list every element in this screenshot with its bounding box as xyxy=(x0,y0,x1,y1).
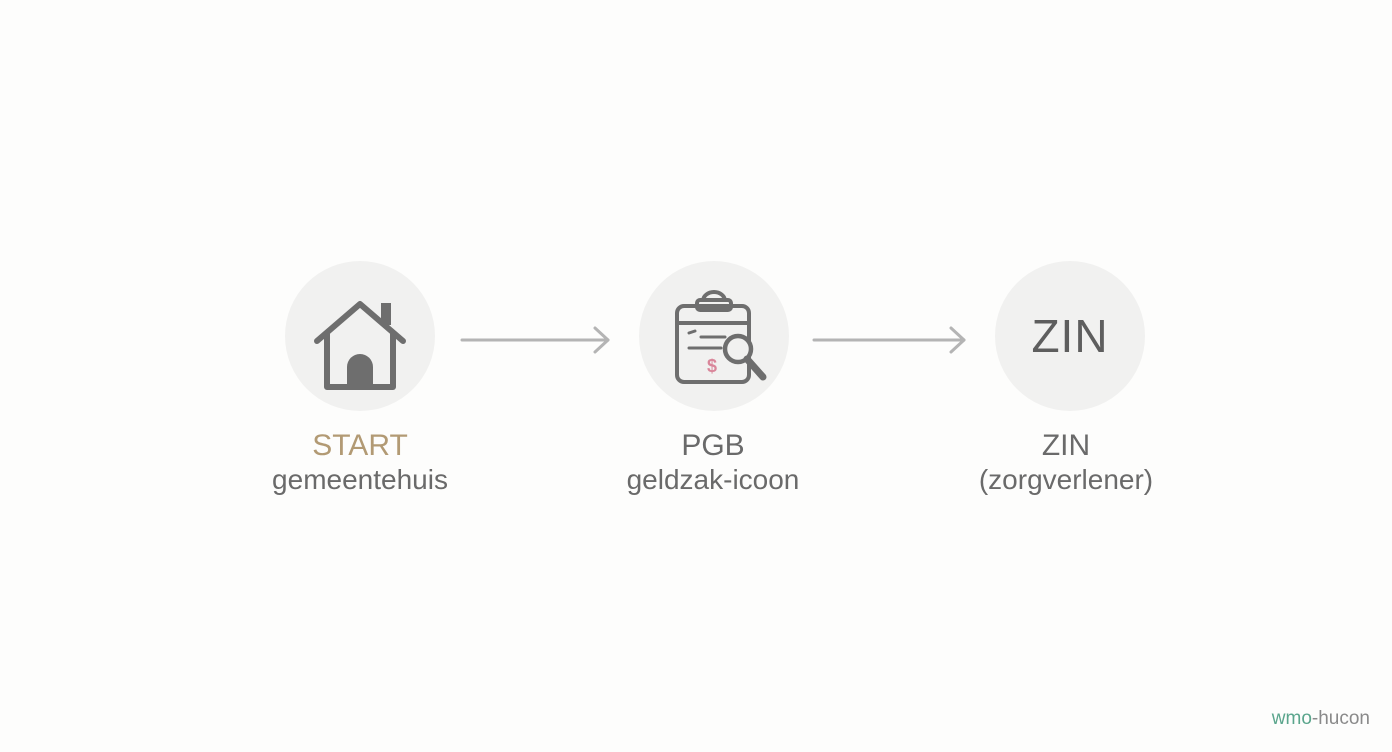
watermark-part-a: wmo xyxy=(1271,708,1312,729)
clipboard-search-money-icon: $ xyxy=(675,290,767,384)
watermark-part-b: -hucon xyxy=(1311,708,1370,729)
start-node xyxy=(285,261,435,411)
step-title: START xyxy=(312,429,408,462)
start-label: START gemeentehuis xyxy=(210,428,510,496)
svg-text:$: $ xyxy=(707,356,717,376)
arrow-right-icon xyxy=(812,326,966,354)
step-subtitle: (zorgverlener) xyxy=(978,464,1154,495)
pgb-label: PGB geldzak-icoon xyxy=(563,428,863,496)
zin-text-icon: ZIN xyxy=(1031,310,1109,362)
step-title: PGB xyxy=(681,429,745,462)
watermark-logo: wmo-hucon xyxy=(1272,708,1370,730)
step-subtitle: gemeentehuis xyxy=(272,464,448,495)
zin-node: ZIN xyxy=(995,261,1145,411)
arrow-right-icon xyxy=(460,326,610,354)
step-subtitle: geldzak-icoon xyxy=(626,464,800,495)
pgb-node: $ xyxy=(639,261,789,411)
step-title: ZIN xyxy=(1041,429,1091,462)
zin-label: ZIN (zorgverlener) xyxy=(916,428,1216,496)
house-icon xyxy=(314,301,406,390)
